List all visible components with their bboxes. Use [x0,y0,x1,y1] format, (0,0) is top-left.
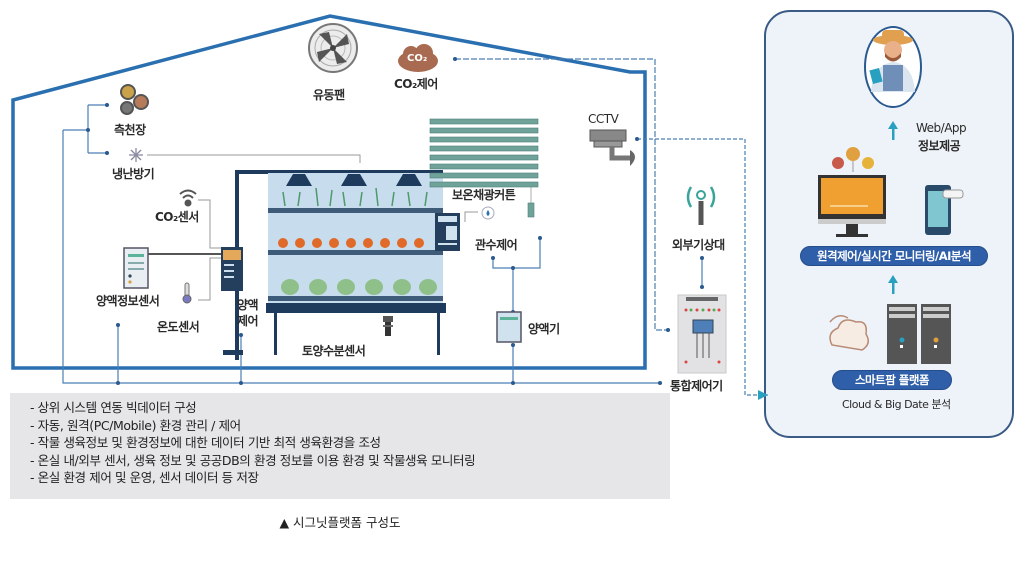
cloud-bigdata-caption: Cloud & Big Date 분석 [842,398,951,411]
label-nutrient-control-2: 제어 [237,314,259,328]
heater-cooler-icon [129,148,143,162]
cloud-icon [829,315,869,351]
thermal-curtain-icon [429,118,539,218]
irrigation-controller [435,213,460,251]
info-provision-label: 정보제공 [918,139,961,153]
label-soil-moisture-sensor: 토양수분센서 [302,344,366,358]
nutrient-control-unit [221,170,270,360]
carrots [278,238,424,248]
feature-list-box: - 상위 시스템 연동 빅데이터 구성 - 자동, 원격(PC/Mobile) … [10,393,670,499]
cctv-camera-icon [589,129,635,166]
feature-item: - 온실 내/외부 센서, 생육 정보 및 공공DB의 환경 정보를 이용 환경… [30,452,476,468]
grow-lamps [286,174,422,186]
connector-lines [62,58,768,396]
seedlings [282,187,428,207]
label-cctv: CCTV [588,112,619,126]
figure-caption: ▲ 시그닛플랫폼 구성도 [279,515,401,530]
feature-item: - 작물 생육정보 및 환경정보에 대한 데이터 기반 최적 생육환경을 조성 [30,435,381,451]
label-nutrient-control-1: 양액 [237,298,259,312]
water-drop-icon [481,206,495,220]
fan-icon [308,23,358,73]
gears-icon [120,84,149,115]
farmer-avatar-icon [864,26,922,108]
feature-item: - 온실 환경 제어 및 운영, 센서 데이터 등 저장 [30,470,259,486]
lettuce [281,279,437,295]
label-nutrient-machine: 양액기 [528,322,560,336]
nutrient-machine-device [496,311,522,343]
label-thermal-curtain: 보온채광커튼 [452,188,516,202]
feature-item: - 자동, 원격(PC/Mobile) 환경 관리 / 제어 [30,417,241,433]
weather-station-icon [686,186,716,225]
label-irrigation-control: 관수제어 [475,238,518,252]
label-weather-station: 외부기상대 [672,238,725,252]
label-side-window: 측천장 [114,123,146,137]
server-icon [887,304,951,364]
smartfarm-platform-pill: 스마트팜 플랫폼 [832,370,952,390]
co2-cloud-icon [398,44,438,72]
grow-rack [266,170,446,355]
monitor-icon [818,147,886,237]
soil-moisture-sensor-icon [383,316,393,336]
arrow-into-panel-icon [758,390,768,400]
web-app-label: Web/App [916,121,967,135]
wifi-sensor-icon [179,189,197,207]
up-arrow-icons [888,121,898,294]
label-co2-sensor: CO₂센서 [155,210,199,224]
thermometer-icon [182,282,192,304]
label-integrated-controller: 통합제어기 [670,379,723,393]
label-co2-control: CO₂제어 [394,77,438,91]
label-temp-sensor: 온도센서 [157,320,200,334]
feature-item: - 상위 시스템 연동 빅데이터 구성 [30,400,197,415]
co2-cloud-text: CO₂ [407,53,428,64]
label-heater-cooler: 냉난방기 [112,167,155,181]
integrated-controller-device [677,294,727,374]
smartphone-icon [925,185,964,235]
label-nutrient-info-sensor: 양액정보센서 [96,294,160,308]
label-fan: 유동팬 [313,88,345,102]
nutrient-info-sensor-device [123,247,149,289]
monitoring-pill: 원격제어/실시간 모니터링/AI분석 [800,246,988,266]
